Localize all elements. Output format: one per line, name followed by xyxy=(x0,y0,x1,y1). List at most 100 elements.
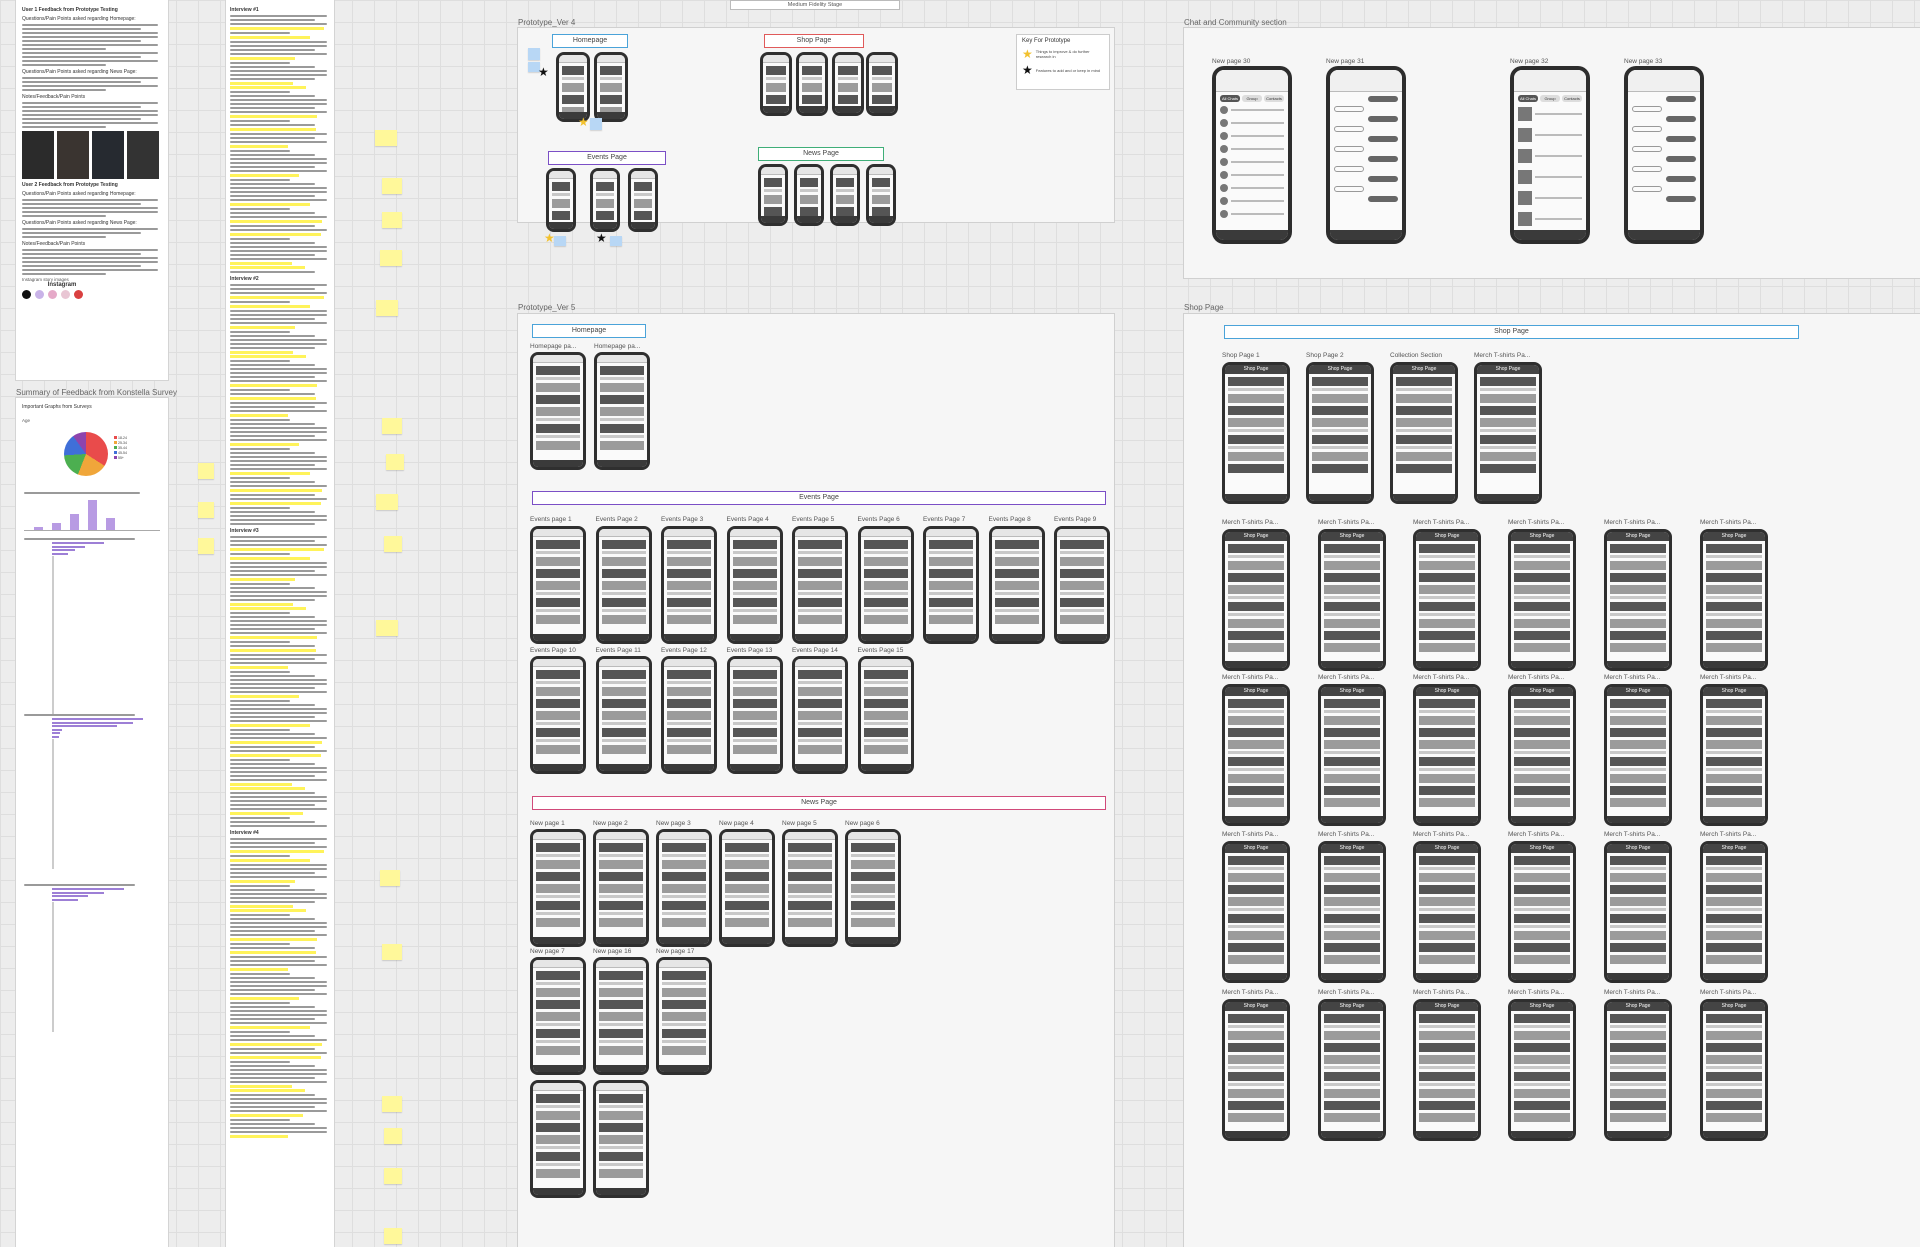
wireframe-phone[interactable]: Shop Page xyxy=(1222,684,1290,826)
wireframe-phone[interactable] xyxy=(661,656,717,774)
bottom-nav-bar[interactable] xyxy=(533,460,583,467)
bottom-nav-bar[interactable] xyxy=(722,937,772,944)
wireframe-phone[interactable]: Shop Page xyxy=(1604,999,1672,1141)
wireframe-phone[interactable] xyxy=(857,526,914,644)
wireframe-phone[interactable] xyxy=(595,656,652,774)
bottom-nav-bar[interactable] xyxy=(1309,494,1371,501)
wireframe-phone[interactable] xyxy=(866,52,898,116)
bottom-nav-bar[interactable] xyxy=(729,634,780,641)
bottom-nav-bar[interactable] xyxy=(659,1065,709,1072)
wireframe-phone[interactable]: Shop Page xyxy=(1413,529,1481,671)
stage-tab[interactable]: Medium Fidelity Stage xyxy=(730,0,900,10)
wireframe-phone[interactable]: Shop Page xyxy=(1604,529,1672,671)
wireframe-phone[interactable] xyxy=(594,352,650,470)
wireframe-phone[interactable] xyxy=(866,164,896,226)
wireframe-phone[interactable] xyxy=(719,829,775,947)
bottom-nav-bar[interactable] xyxy=(833,216,857,223)
wireframe-phone[interactable]: Shop Page xyxy=(1604,684,1672,826)
bottom-nav-bar[interactable] xyxy=(1330,230,1402,240)
bottom-nav-bar[interactable] xyxy=(1225,494,1287,501)
wireframe-phone[interactable]: Shop Page xyxy=(1413,841,1481,983)
bottom-nav-bar[interactable] xyxy=(1321,973,1383,980)
wireframe-phone[interactable]: Shop Page xyxy=(1700,529,1768,671)
sticky-note[interactable] xyxy=(590,118,602,130)
bottom-nav-bar[interactable] xyxy=(533,634,583,641)
bottom-nav-bar[interactable] xyxy=(1321,1131,1383,1138)
bottom-nav-bar[interactable] xyxy=(1511,973,1573,980)
wireframe-phone[interactable] xyxy=(661,526,717,644)
bottom-nav-bar[interactable] xyxy=(1514,230,1586,240)
wireframe-phone[interactable] xyxy=(760,52,792,116)
bottom-nav-bar[interactable] xyxy=(860,634,911,641)
wireframe-phone[interactable] xyxy=(832,52,864,116)
wireframe-phone[interactable]: Shop Page xyxy=(1508,684,1576,826)
sticky-note[interactable] xyxy=(376,620,398,636)
bottom-nav-bar[interactable] xyxy=(597,460,647,467)
wireframe-phone[interactable] xyxy=(988,526,1045,644)
wireframe-phone[interactable] xyxy=(595,526,652,644)
bottom-nav-bar[interactable] xyxy=(1225,973,1287,980)
wireframe-phone[interactable]: Shop Page xyxy=(1700,999,1768,1141)
wireframe-phone[interactable] xyxy=(726,526,783,644)
bottom-nav-bar[interactable] xyxy=(664,764,714,771)
wireframe-phone[interactable] xyxy=(594,52,628,122)
sticky-note[interactable] xyxy=(384,1228,402,1244)
wireframe-phone[interactable]: Shop Page xyxy=(1508,841,1576,983)
wireframe-phone[interactable] xyxy=(656,957,712,1075)
bottom-nav-bar[interactable] xyxy=(533,1065,583,1072)
chat-tab[interactable]: Contacts xyxy=(1264,95,1284,102)
bottom-nav-bar[interactable] xyxy=(763,106,789,113)
bottom-nav-bar[interactable] xyxy=(1703,816,1765,823)
chat-phone[interactable] xyxy=(1326,66,1406,244)
bottom-nav-bar[interactable] xyxy=(559,112,587,119)
chat-tab[interactable]: All Chats xyxy=(1518,95,1538,102)
bottom-nav-bar[interactable] xyxy=(1511,1131,1573,1138)
bottom-nav-bar[interactable] xyxy=(785,937,835,944)
sticky-note[interactable] xyxy=(382,944,402,960)
bottom-nav-bar[interactable] xyxy=(598,764,649,771)
wireframe-phone[interactable]: Shop Page xyxy=(1413,684,1481,826)
wireframe-phone[interactable] xyxy=(530,526,586,644)
sticky-note[interactable] xyxy=(384,1128,402,1144)
wireframe-phone[interactable]: Shop Page xyxy=(1508,529,1576,671)
chat-phone[interactable] xyxy=(1624,66,1704,244)
sticky-note[interactable] xyxy=(384,1168,402,1184)
wireframe-phone[interactable] xyxy=(792,656,848,774)
sticky-note[interactable] xyxy=(382,418,402,434)
bottom-nav-bar[interactable] xyxy=(1416,661,1478,668)
bottom-nav-bar[interactable] xyxy=(1703,1131,1765,1138)
bottom-nav-bar[interactable] xyxy=(795,634,845,641)
wireframe-phone[interactable] xyxy=(556,52,590,122)
sticky-note[interactable] xyxy=(198,538,214,554)
wireframe-phone[interactable] xyxy=(857,656,914,774)
bottom-nav-bar[interactable] xyxy=(598,634,649,641)
wireframe-phone[interactable]: Shop Page xyxy=(1222,362,1290,504)
wireframe-phone[interactable]: Shop Page xyxy=(1222,841,1290,983)
bottom-nav-bar[interactable] xyxy=(1607,661,1669,668)
wireframe-phone[interactable]: Shop Page xyxy=(1700,841,1768,983)
sticky-note[interactable] xyxy=(554,236,566,246)
bottom-nav-bar[interactable] xyxy=(860,764,911,771)
sticky-note[interactable] xyxy=(382,178,402,194)
chat-tab[interactable]: Group xyxy=(1242,95,1262,102)
bottom-nav-bar[interactable] xyxy=(1416,973,1478,980)
sticky-note[interactable] xyxy=(380,870,400,886)
sticky-note[interactable] xyxy=(198,463,214,479)
bottom-nav-bar[interactable] xyxy=(1607,1131,1669,1138)
wireframe-phone[interactable]: Shop Page xyxy=(1390,362,1458,504)
wireframe-phone[interactable]: Shop Page xyxy=(1474,362,1542,504)
bottom-nav-bar[interactable] xyxy=(1225,1131,1287,1138)
bottom-nav-bar[interactable] xyxy=(596,1188,646,1195)
bottom-nav-bar[interactable] xyxy=(597,112,625,119)
sticky-note[interactable] xyxy=(382,1096,402,1112)
chat-tab[interactable]: All Chats xyxy=(1220,95,1240,102)
wireframe-phone[interactable] xyxy=(593,1080,649,1198)
wireframe-phone[interactable] xyxy=(593,957,649,1075)
wireframe-phone[interactable]: Shop Page xyxy=(1604,841,1672,983)
wireframe-phone[interactable]: Shop Page xyxy=(1222,529,1290,671)
wireframe-phone[interactable] xyxy=(530,656,586,774)
sticky-note[interactable] xyxy=(198,502,214,518)
bottom-nav-bar[interactable] xyxy=(797,216,821,223)
